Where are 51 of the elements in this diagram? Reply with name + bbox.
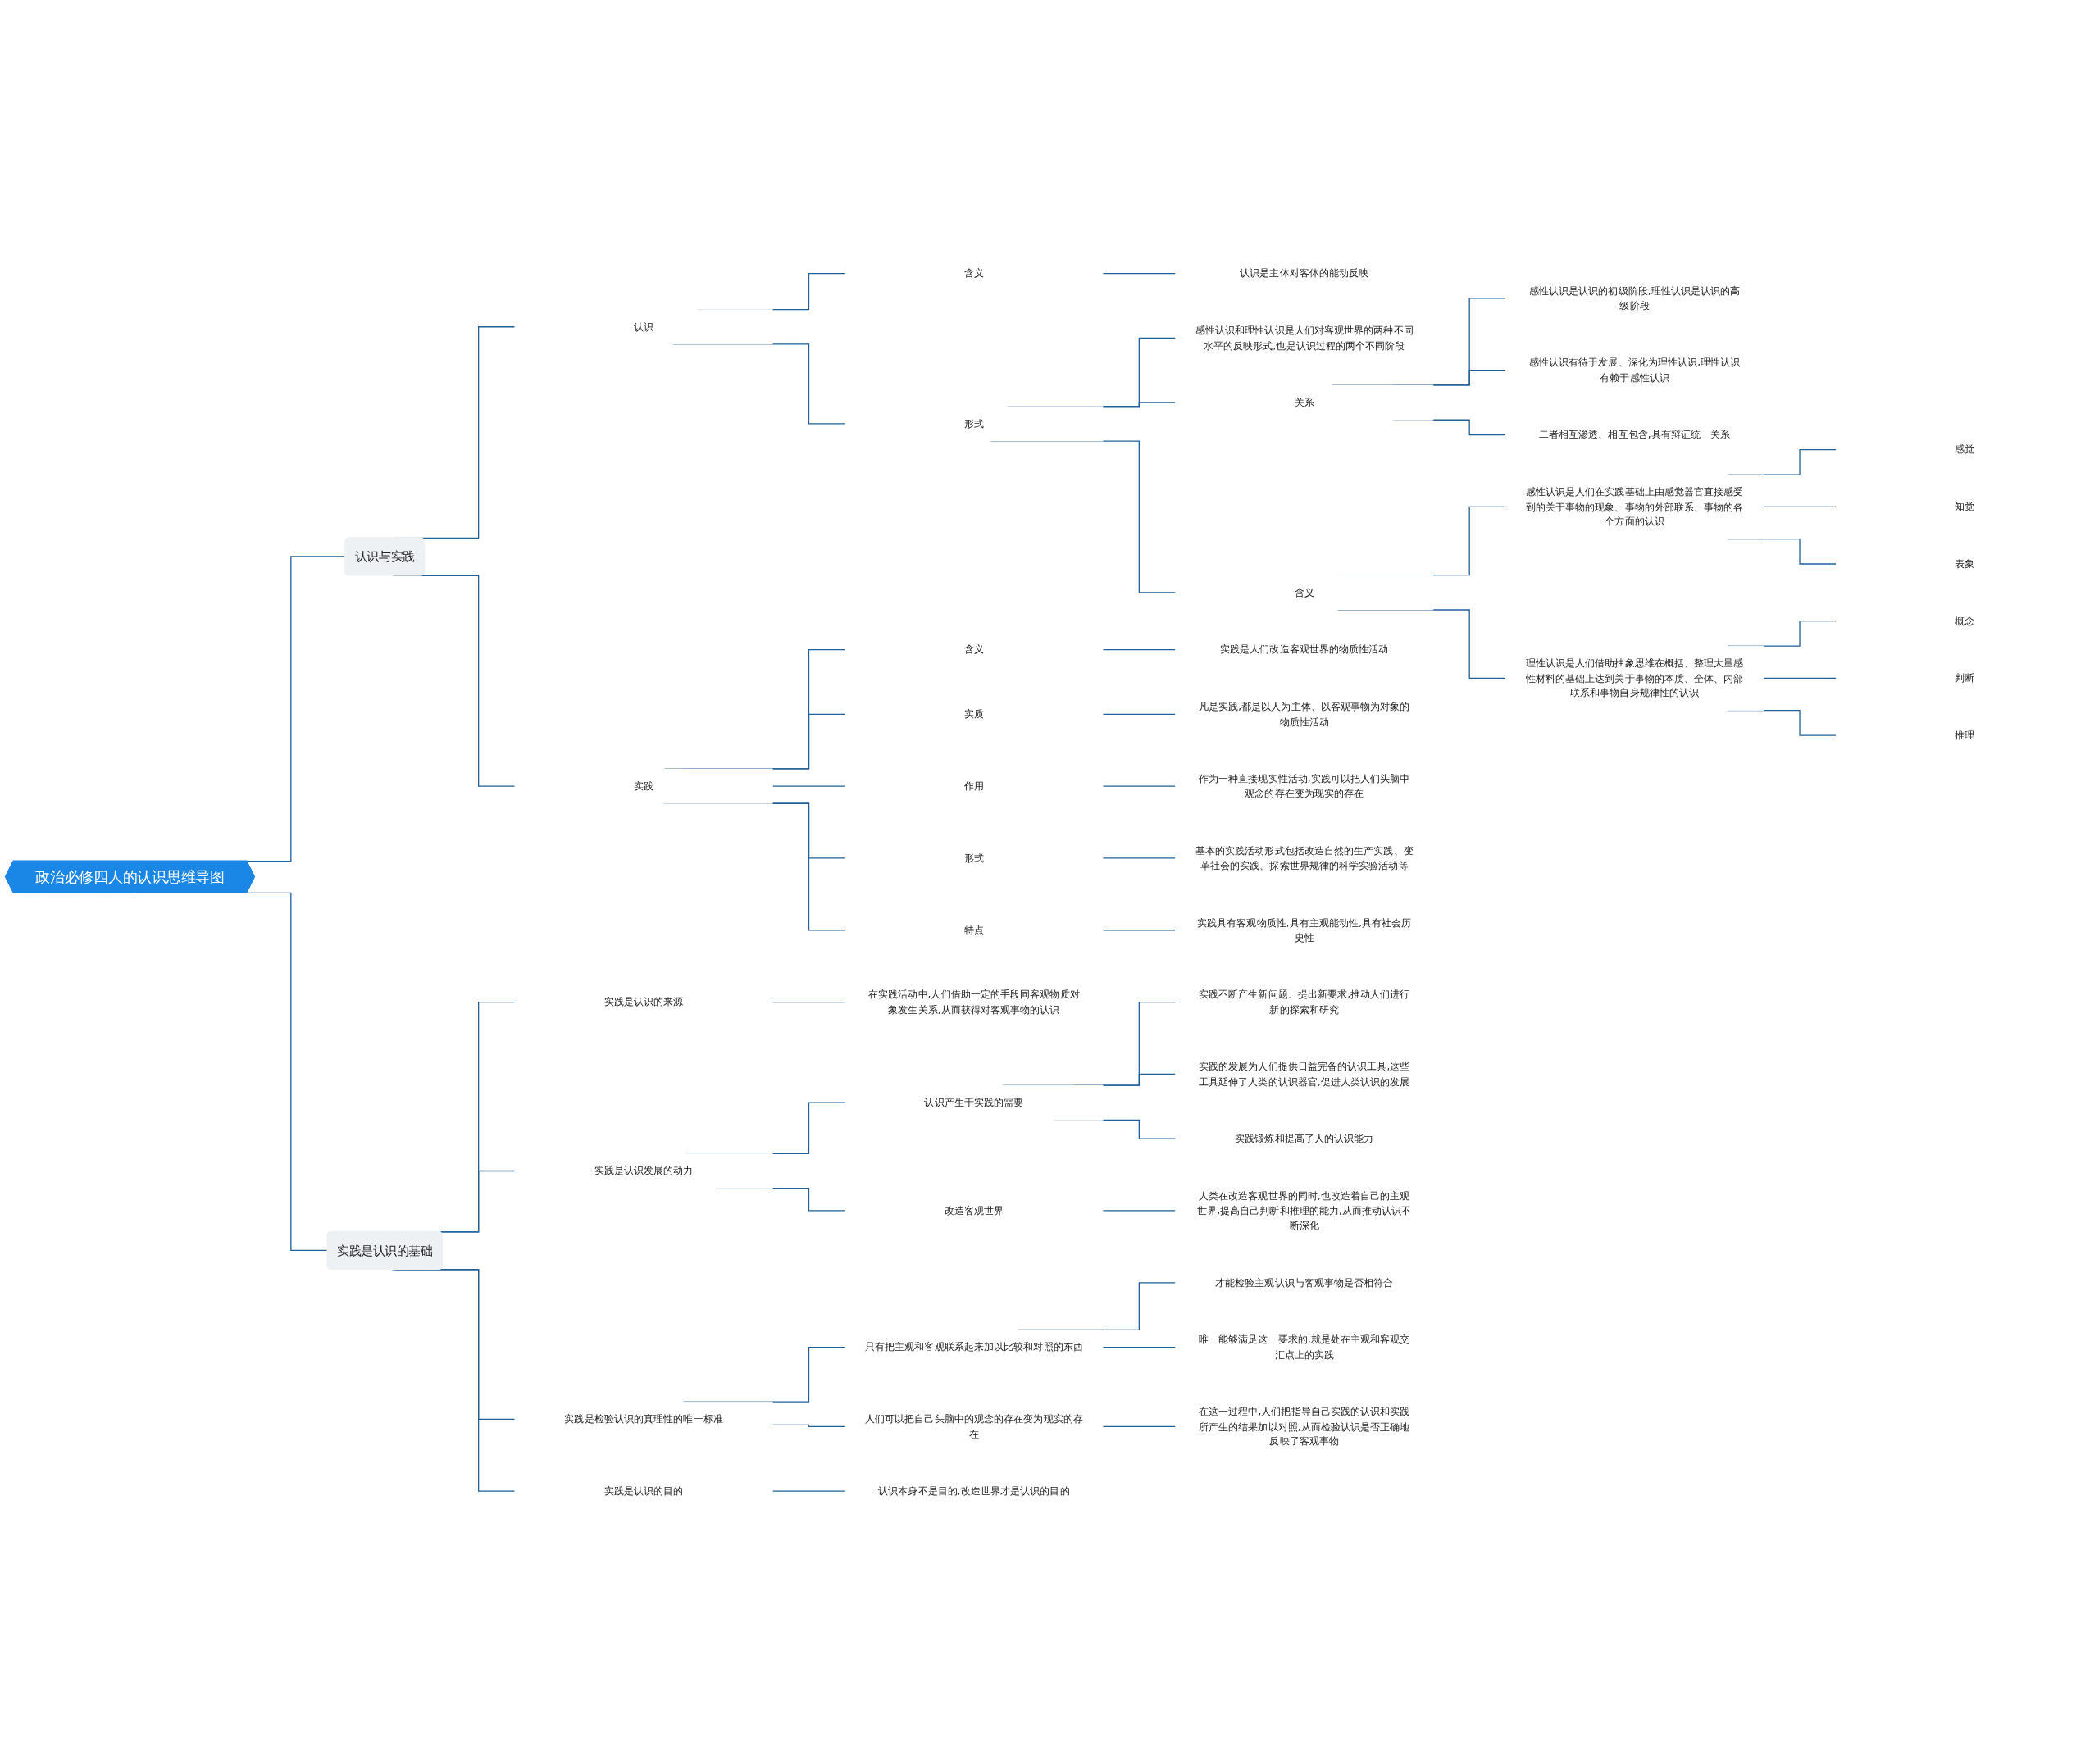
node-text: 认识是主体对客体的能动反映 <box>1240 266 1369 280</box>
node-text: 表象 <box>1955 557 1975 570</box>
connector <box>1763 677 1837 679</box>
connector <box>1102 929 1177 930</box>
node-text: 含义 <box>963 266 984 280</box>
connector <box>1102 402 1177 408</box>
node-text: 实践具有客观物质性,具有主观能动性,具有社会历史性 <box>1197 916 1412 943</box>
node-text: 作为一种直接现实性活动,实践可以把人们头脑中观念的存在变为现实的存在 <box>1198 772 1410 799</box>
node-text: 基本的实践活动形式包括改造自然的生产实践、变革社会的实践、探索世界规律的科学实验活动等 <box>1195 844 1414 871</box>
node-text: 感性认识有待于发展、深化为理性认识,理性认识有赖于感性认识 <box>1528 356 1741 384</box>
node-text: 实践是认识的来源 <box>603 995 684 1008</box>
node-text: 判断 <box>1955 671 1975 684</box>
connector <box>772 1001 846 1002</box>
connector <box>772 1424 846 1427</box>
node-text: 实践不断产生新问题、提出新要求,推动人们进行新的探索和研究 <box>1198 988 1410 1016</box>
node-text: 感觉 <box>1955 443 1975 456</box>
connector <box>1102 857 1177 859</box>
node-text: 才能检验主观认识与客观事物是否相符合 <box>1214 1275 1394 1289</box>
connector <box>1102 785 1177 787</box>
node-text: 推理 <box>1955 729 1975 741</box>
node-text: 改造客观世界 <box>944 1204 1004 1216</box>
connector <box>772 1490 846 1492</box>
node-text: 人们可以把自己头脑中的观念的存在变为现实的存在 <box>864 1412 1083 1440</box>
node-text: 概念 <box>1955 614 1975 627</box>
connector <box>772 785 846 787</box>
node-text: 实质 <box>963 707 984 720</box>
node-text: 形式 <box>963 852 984 864</box>
node-text: 在这一过程中,人们把指导自己实践的认识和实践所产生的结果加以对照,从而检验认识是否正确地反映了客观事物 <box>1198 1405 1410 1448</box>
node-text: 作用 <box>963 780 984 792</box>
connector <box>1102 1346 1177 1348</box>
node-text: 感性认识和理性认识是人们对客观世界的两种不同水平的反映形式,也是认识过程的两个不同阶段 <box>1195 324 1414 352</box>
node-text: 在实践活动中,人们借助一定的手段同客观物质对象发生关系,从而获得对客观事物的认识 <box>868 988 1080 1016</box>
node-text: 人类在改造客观世界的同时,也改造着自己的主观世界,提高自己判断和推理的能力,从而推动认识不断深化 <box>1197 1189 1412 1231</box>
connector <box>1102 713 1177 715</box>
connector <box>1763 506 1837 507</box>
connector <box>1102 272 1177 274</box>
node-text: 二者相互渗透、相互包含,具有辩证统一关系 <box>1538 428 1731 441</box>
node-text: 特点 <box>963 923 984 936</box>
connector <box>1102 1425 1177 1427</box>
connector <box>1102 1209 1177 1212</box>
node-text: 知觉 <box>1955 500 1975 512</box>
node-text: 认识本身不是目的,改造世界才是认识的目的 <box>878 1484 1070 1497</box>
node-text: 实践是认识的目的 <box>603 1484 684 1497</box>
node-text: 实践的发展为人们提供日益完备的认识工具,这些工具延伸了人类的认识器官,促进人类认识的发展 <box>1198 1060 1410 1088</box>
node-text: 实践锻炼和提高了人的认识能力 <box>1235 1132 1374 1144</box>
node-text: 感性认识是认识的初级阶段,理性认识是认识的高级阶段 <box>1528 284 1741 311</box>
node-text: 唯一能够满足这一要求的,就是处在主观和客观交汇点上的实践 <box>1198 1333 1410 1361</box>
connector <box>1102 648 1177 650</box>
node-text: 凡是实践,都是以人为主体、以客观事物为对象的物质性活动 <box>1198 700 1410 728</box>
node-text: 含义 <box>963 643 984 656</box>
node-text: 实践是人们改造客观世界的物质性活动 <box>1220 643 1389 656</box>
